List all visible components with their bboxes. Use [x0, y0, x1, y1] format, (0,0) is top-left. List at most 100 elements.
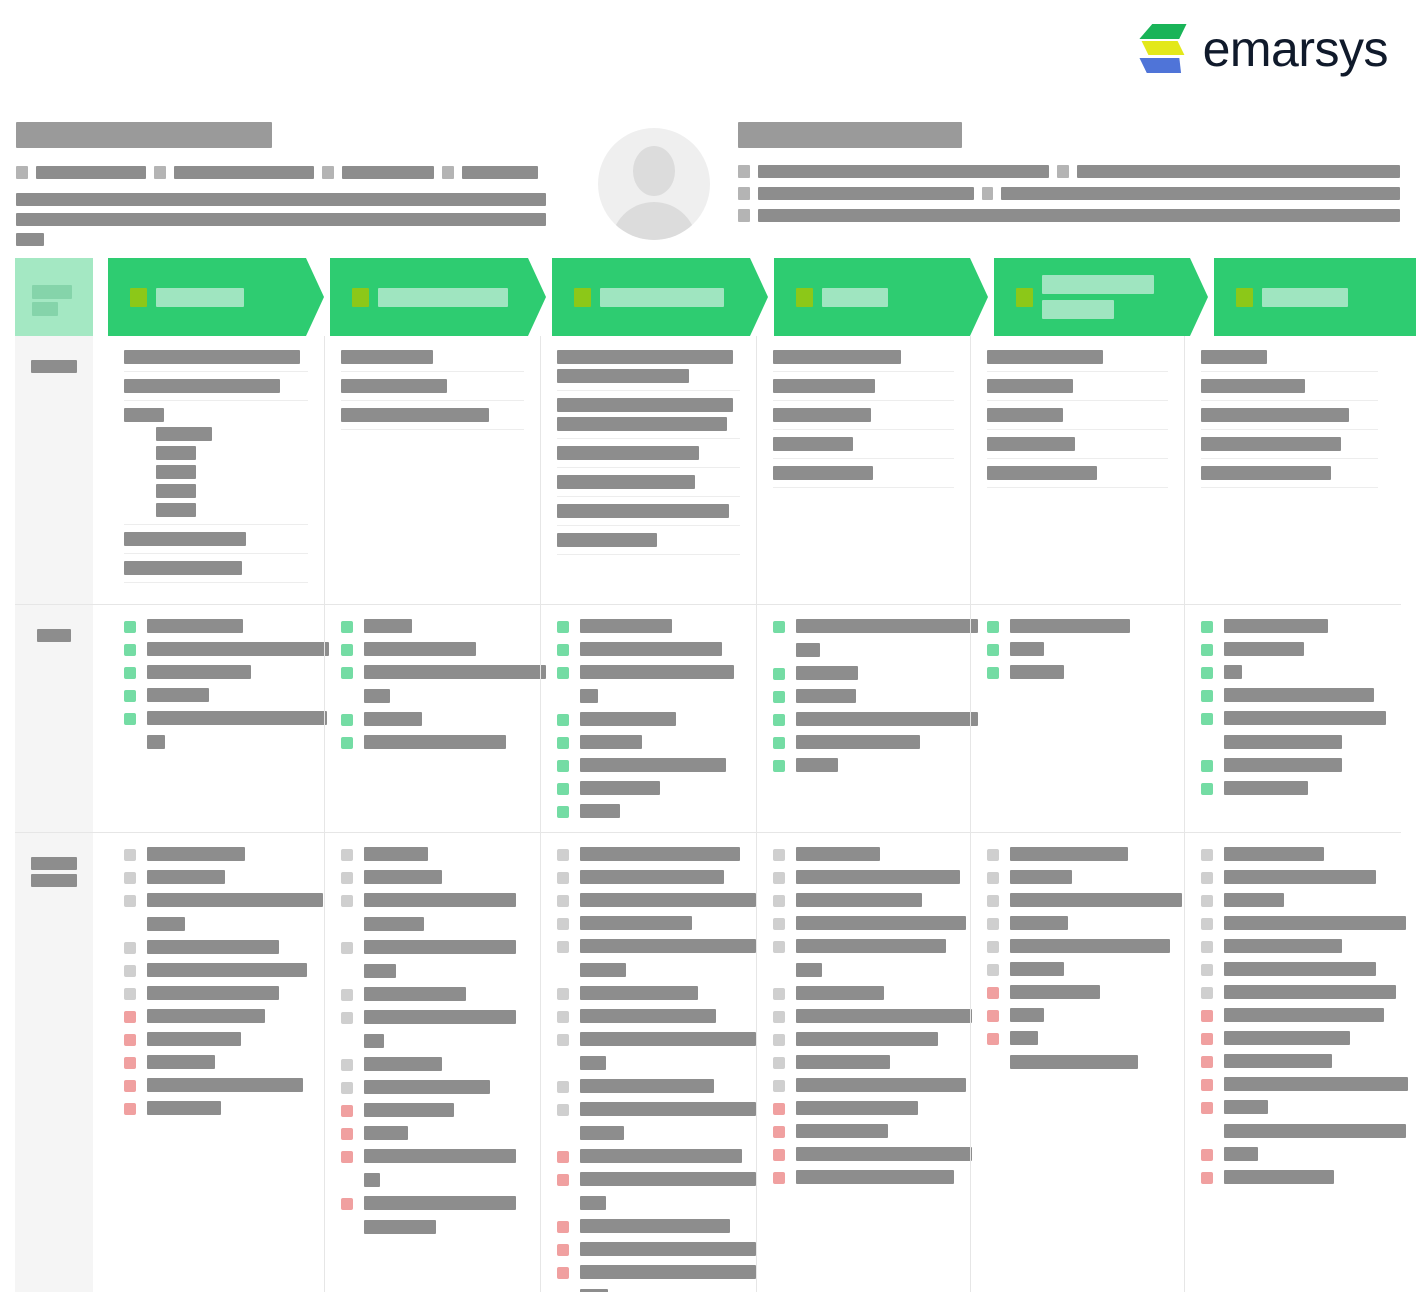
skeleton-bar [557, 398, 733, 412]
bullet-list [557, 847, 756, 1292]
list-item-text [1010, 893, 1182, 907]
bullet-gray-icon [124, 965, 136, 977]
column-header-label [378, 288, 508, 307]
list-item [557, 712, 740, 726]
list-item-text [364, 642, 524, 656]
column-header-label [1262, 287, 1348, 307]
list-item-text [1224, 1147, 1378, 1161]
bullet-red-icon [1201, 1056, 1213, 1068]
bullet-gray-icon [557, 1081, 569, 1093]
list-item [773, 1147, 972, 1161]
list-item-text [796, 1078, 966, 1092]
matrix-column-header-col-3[interactable] [552, 258, 768, 336]
list-item-text [580, 1242, 756, 1256]
header-body-bar [1057, 165, 1070, 178]
list-item-text [1224, 665, 1378, 679]
bullet-gray-icon [341, 895, 353, 907]
column-header-inner [108, 288, 244, 307]
list-item-text [580, 781, 740, 795]
bullet-list [124, 619, 329, 749]
row-label-row-3 [15, 833, 93, 1292]
matrix-column-header-col-4[interactable] [774, 258, 988, 336]
skeleton-bar [1224, 1147, 1258, 1161]
list-item-text [580, 619, 740, 633]
bullet-gray-icon [1201, 987, 1213, 999]
bullet-gray-icon [987, 918, 999, 930]
matrix-column-header-col-5[interactable] [994, 258, 1208, 336]
skeleton-bar [1224, 847, 1324, 861]
matrix-cell [540, 605, 756, 832]
header-body-bar [1001, 187, 1400, 200]
list-item [341, 870, 524, 884]
skeleton-bar [147, 1009, 265, 1023]
skeleton-bar [796, 666, 858, 680]
list-item [124, 379, 308, 401]
list-item [557, 475, 740, 497]
bullet-list [341, 847, 524, 1234]
matrix-cell [756, 833, 972, 1292]
bullet-red-icon [124, 1034, 136, 1046]
matrix-column-header-col-1[interactable] [108, 258, 324, 336]
list-item-text [580, 893, 756, 907]
column-header-bar [1042, 275, 1154, 294]
list-item-text [1224, 1077, 1408, 1091]
matrix-cell [756, 336, 970, 604]
list-item-text [147, 893, 323, 931]
skeleton-bar [580, 963, 626, 977]
skeleton-bar [796, 847, 880, 861]
skeleton-bar [364, 1080, 490, 1094]
skeleton-bar [147, 619, 243, 633]
matrix-column-header-col-6[interactable] [1214, 258, 1416, 336]
skeleton-bar [1224, 642, 1304, 656]
list-item [557, 1172, 756, 1210]
row-label-row-2 [15, 605, 93, 832]
list-item-text [580, 1219, 740, 1233]
bullet-gray-icon [341, 1012, 353, 1024]
list-item [773, 712, 978, 726]
bullet-red-icon [987, 1010, 999, 1022]
bullet-gray-icon [773, 895, 785, 907]
skeleton-bar [580, 1056, 606, 1070]
list-item-text [1224, 642, 1378, 656]
list-item-text [796, 712, 978, 726]
skeleton-bar [580, 1219, 730, 1233]
skeleton-bar [796, 1055, 890, 1069]
list-item [124, 642, 329, 656]
list-item [124, 350, 308, 372]
list-item-text [364, 735, 524, 749]
list-item [124, 408, 308, 525]
skeleton-bar [1201, 466, 1331, 480]
list-item-text [1224, 688, 1378, 702]
bullet-green-icon [987, 644, 999, 656]
matrix-column-header-col-2[interactable] [330, 258, 546, 336]
skeleton-bar [1224, 1100, 1268, 1114]
list-item [773, 1078, 966, 1092]
bullet-green-icon [341, 714, 353, 726]
skeleton-bar [147, 940, 279, 954]
bullet-gray-icon [1201, 849, 1213, 861]
column-header-inner [552, 288, 724, 307]
skeleton-bar [1224, 735, 1342, 749]
skeleton-bar [557, 417, 727, 431]
list-item [1201, 758, 1378, 772]
skeleton-bar [796, 1124, 888, 1138]
skeleton-bar [796, 619, 978, 633]
header-right-title-bar [738, 122, 962, 148]
list-item [1201, 781, 1378, 795]
list-item-text [1010, 619, 1168, 633]
list-item [1201, 1008, 1384, 1022]
header-body-bar [757, 209, 1400, 222]
skeleton-bar [1224, 665, 1242, 679]
bullet-red-icon [773, 1103, 785, 1115]
list-item-text [796, 735, 954, 749]
skeleton-bar [124, 408, 164, 422]
skeleton-bar [1201, 437, 1341, 451]
skeleton-bar [580, 689, 598, 703]
list-item-text [796, 1055, 954, 1069]
column-header-dot-icon [1016, 288, 1033, 307]
list-item-text [147, 870, 308, 884]
skeleton-bar [1224, 1008, 1384, 1022]
column-header-bar [378, 288, 508, 307]
row-label-row-1 [15, 336, 93, 604]
list-item [557, 533, 740, 555]
